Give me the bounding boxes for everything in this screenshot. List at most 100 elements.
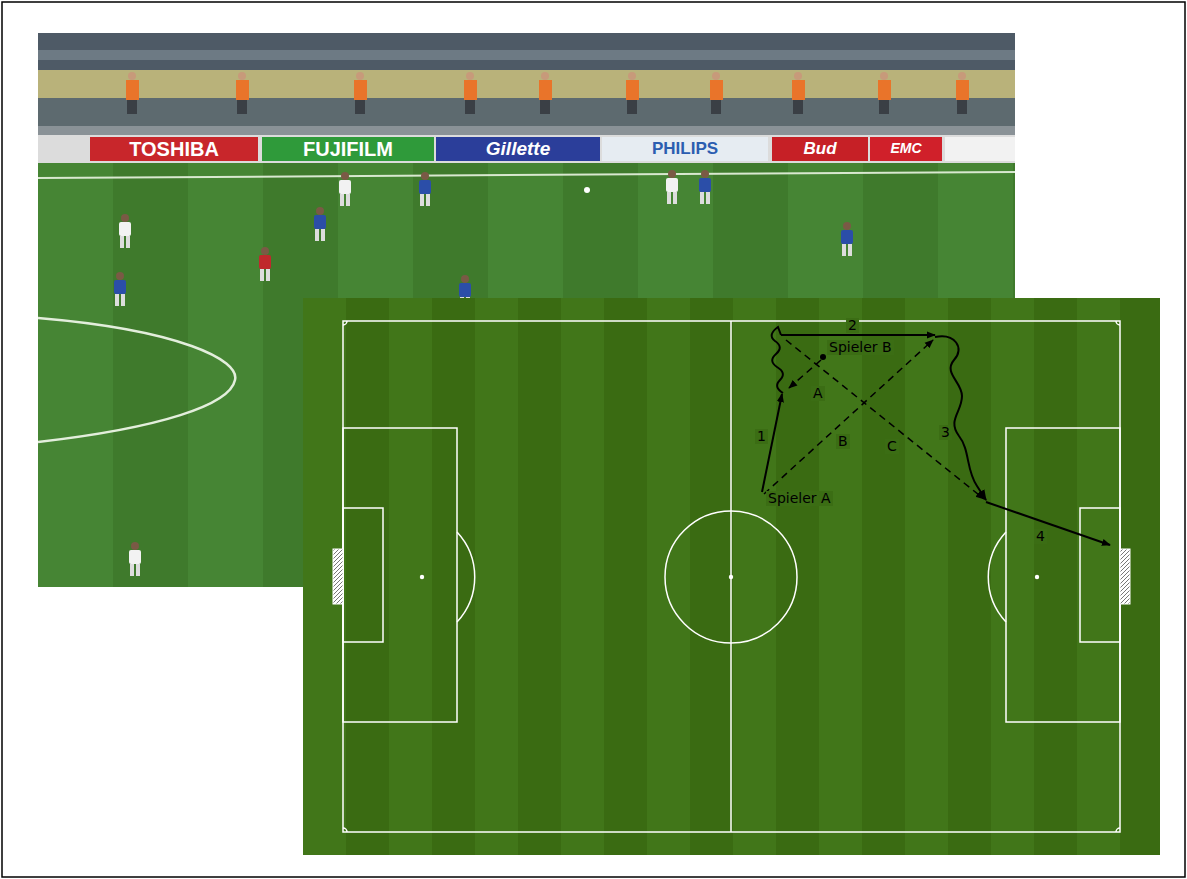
drawing-part [733, 298, 776, 855]
drawing-part [314, 215, 326, 229]
drawing-part [130, 564, 134, 576]
drawing-part [475, 298, 518, 855]
drawing-part [668, 170, 676, 178]
callout-number: 4 [1034, 529, 1047, 544]
ad-board-text: TOSHIBA [129, 138, 219, 160]
drawing-part [457, 532, 475, 622]
drawing-part [772, 327, 783, 393]
drawing-part [38, 126, 1015, 135]
drawing-part [712, 72, 720, 80]
drawing-part [116, 272, 124, 280]
drawing-part [340, 194, 344, 206]
drawing-part [420, 575, 424, 579]
drawing-part [38, 172, 1015, 178]
drawing-part [879, 100, 889, 114]
drawing-part [126, 236, 130, 248]
drawing-part [602, 137, 768, 161]
ad-board-text: EMC [890, 141, 921, 156]
drawing-part [115, 294, 119, 306]
drawing-part [878, 80, 891, 100]
drawing-part [792, 80, 805, 100]
drawing-part [131, 542, 139, 550]
drawing-part [986, 502, 1110, 545]
drawing-part [465, 100, 475, 114]
drawing-part [673, 192, 677, 204]
drawing-part [421, 172, 429, 180]
ad-board-text: Gillette [486, 139, 550, 160]
drawing-part [343, 508, 383, 642]
drawing-part [119, 222, 131, 236]
drawing-part [665, 511, 797, 643]
drawing-part [1077, 298, 1120, 855]
drawing-part [341, 172, 349, 180]
drawing-part [316, 207, 324, 215]
drawing-part [819, 298, 862, 855]
drawing-part [1116, 828, 1120, 832]
drawing-part [321, 229, 325, 241]
ad-board-text: FUJIFILM [303, 138, 393, 160]
drawing-part [627, 100, 637, 114]
drawing-part [461, 275, 469, 283]
drawing-part [38, 50, 1015, 60]
drawing-part [772, 137, 868, 161]
drawing-part [991, 298, 1034, 855]
drawing-part [38, 318, 235, 442]
drawing-part [459, 283, 471, 297]
drawing-part [303, 298, 1160, 855]
drawing-part [333, 549, 343, 604]
drawing-part [561, 298, 604, 855]
drawing-part [764, 340, 933, 494]
drawing-part [729, 575, 733, 579]
callout-letter: C [885, 439, 899, 454]
drawing-part [1116, 321, 1120, 325]
drawing-part [303, 298, 1120, 855]
drawing-part [584, 187, 590, 193]
drawing-part [905, 298, 948, 855]
drawing-part [1035, 575, 1039, 579]
drawing-part [114, 280, 126, 294]
drawing-part [389, 298, 432, 855]
drawing-part [419, 180, 431, 194]
drawing-part [237, 100, 247, 114]
drawing-part [436, 137, 600, 161]
drawing-part [420, 194, 424, 206]
drawing-part [820, 354, 826, 360]
callout-letter: B [836, 434, 850, 449]
drawing-part [343, 321, 1120, 832]
drawing-part [38, 135, 1015, 163]
drawing-part [266, 269, 270, 281]
drawing-part [793, 100, 803, 114]
drawing-part [126, 80, 139, 100]
drawing-part [699, 178, 711, 192]
callout-number: 1 [755, 429, 768, 444]
ad-board-text: Bud [803, 140, 836, 159]
drawing-part [628, 72, 636, 80]
drawing-part [667, 192, 671, 204]
drawing-part [880, 72, 888, 80]
drawing-part [647, 298, 690, 855]
drawing-part [956, 80, 969, 100]
drawing-part [700, 192, 704, 204]
drawing-part [238, 72, 246, 80]
drawing-part [38, 98, 1015, 135]
drawing-part [762, 327, 1110, 545]
drawing-part [701, 170, 709, 178]
drawing-part [781, 334, 935, 336]
drawing-part [38, 70, 1015, 98]
drawing-part [90, 137, 258, 161]
drawing-part [38, 33, 1015, 73]
pitch-diagram [303, 298, 1160, 855]
drawing-part [1080, 508, 1120, 642]
drawing-part [120, 236, 124, 248]
drawing-part [354, 80, 367, 100]
drawing-part [870, 137, 942, 161]
drawing-part [464, 80, 477, 100]
drawing-part [710, 80, 723, 100]
drawing-part [958, 72, 966, 80]
drawing-part [541, 72, 549, 80]
drawing-part [343, 428, 457, 722]
drawing-part [1006, 428, 1120, 722]
